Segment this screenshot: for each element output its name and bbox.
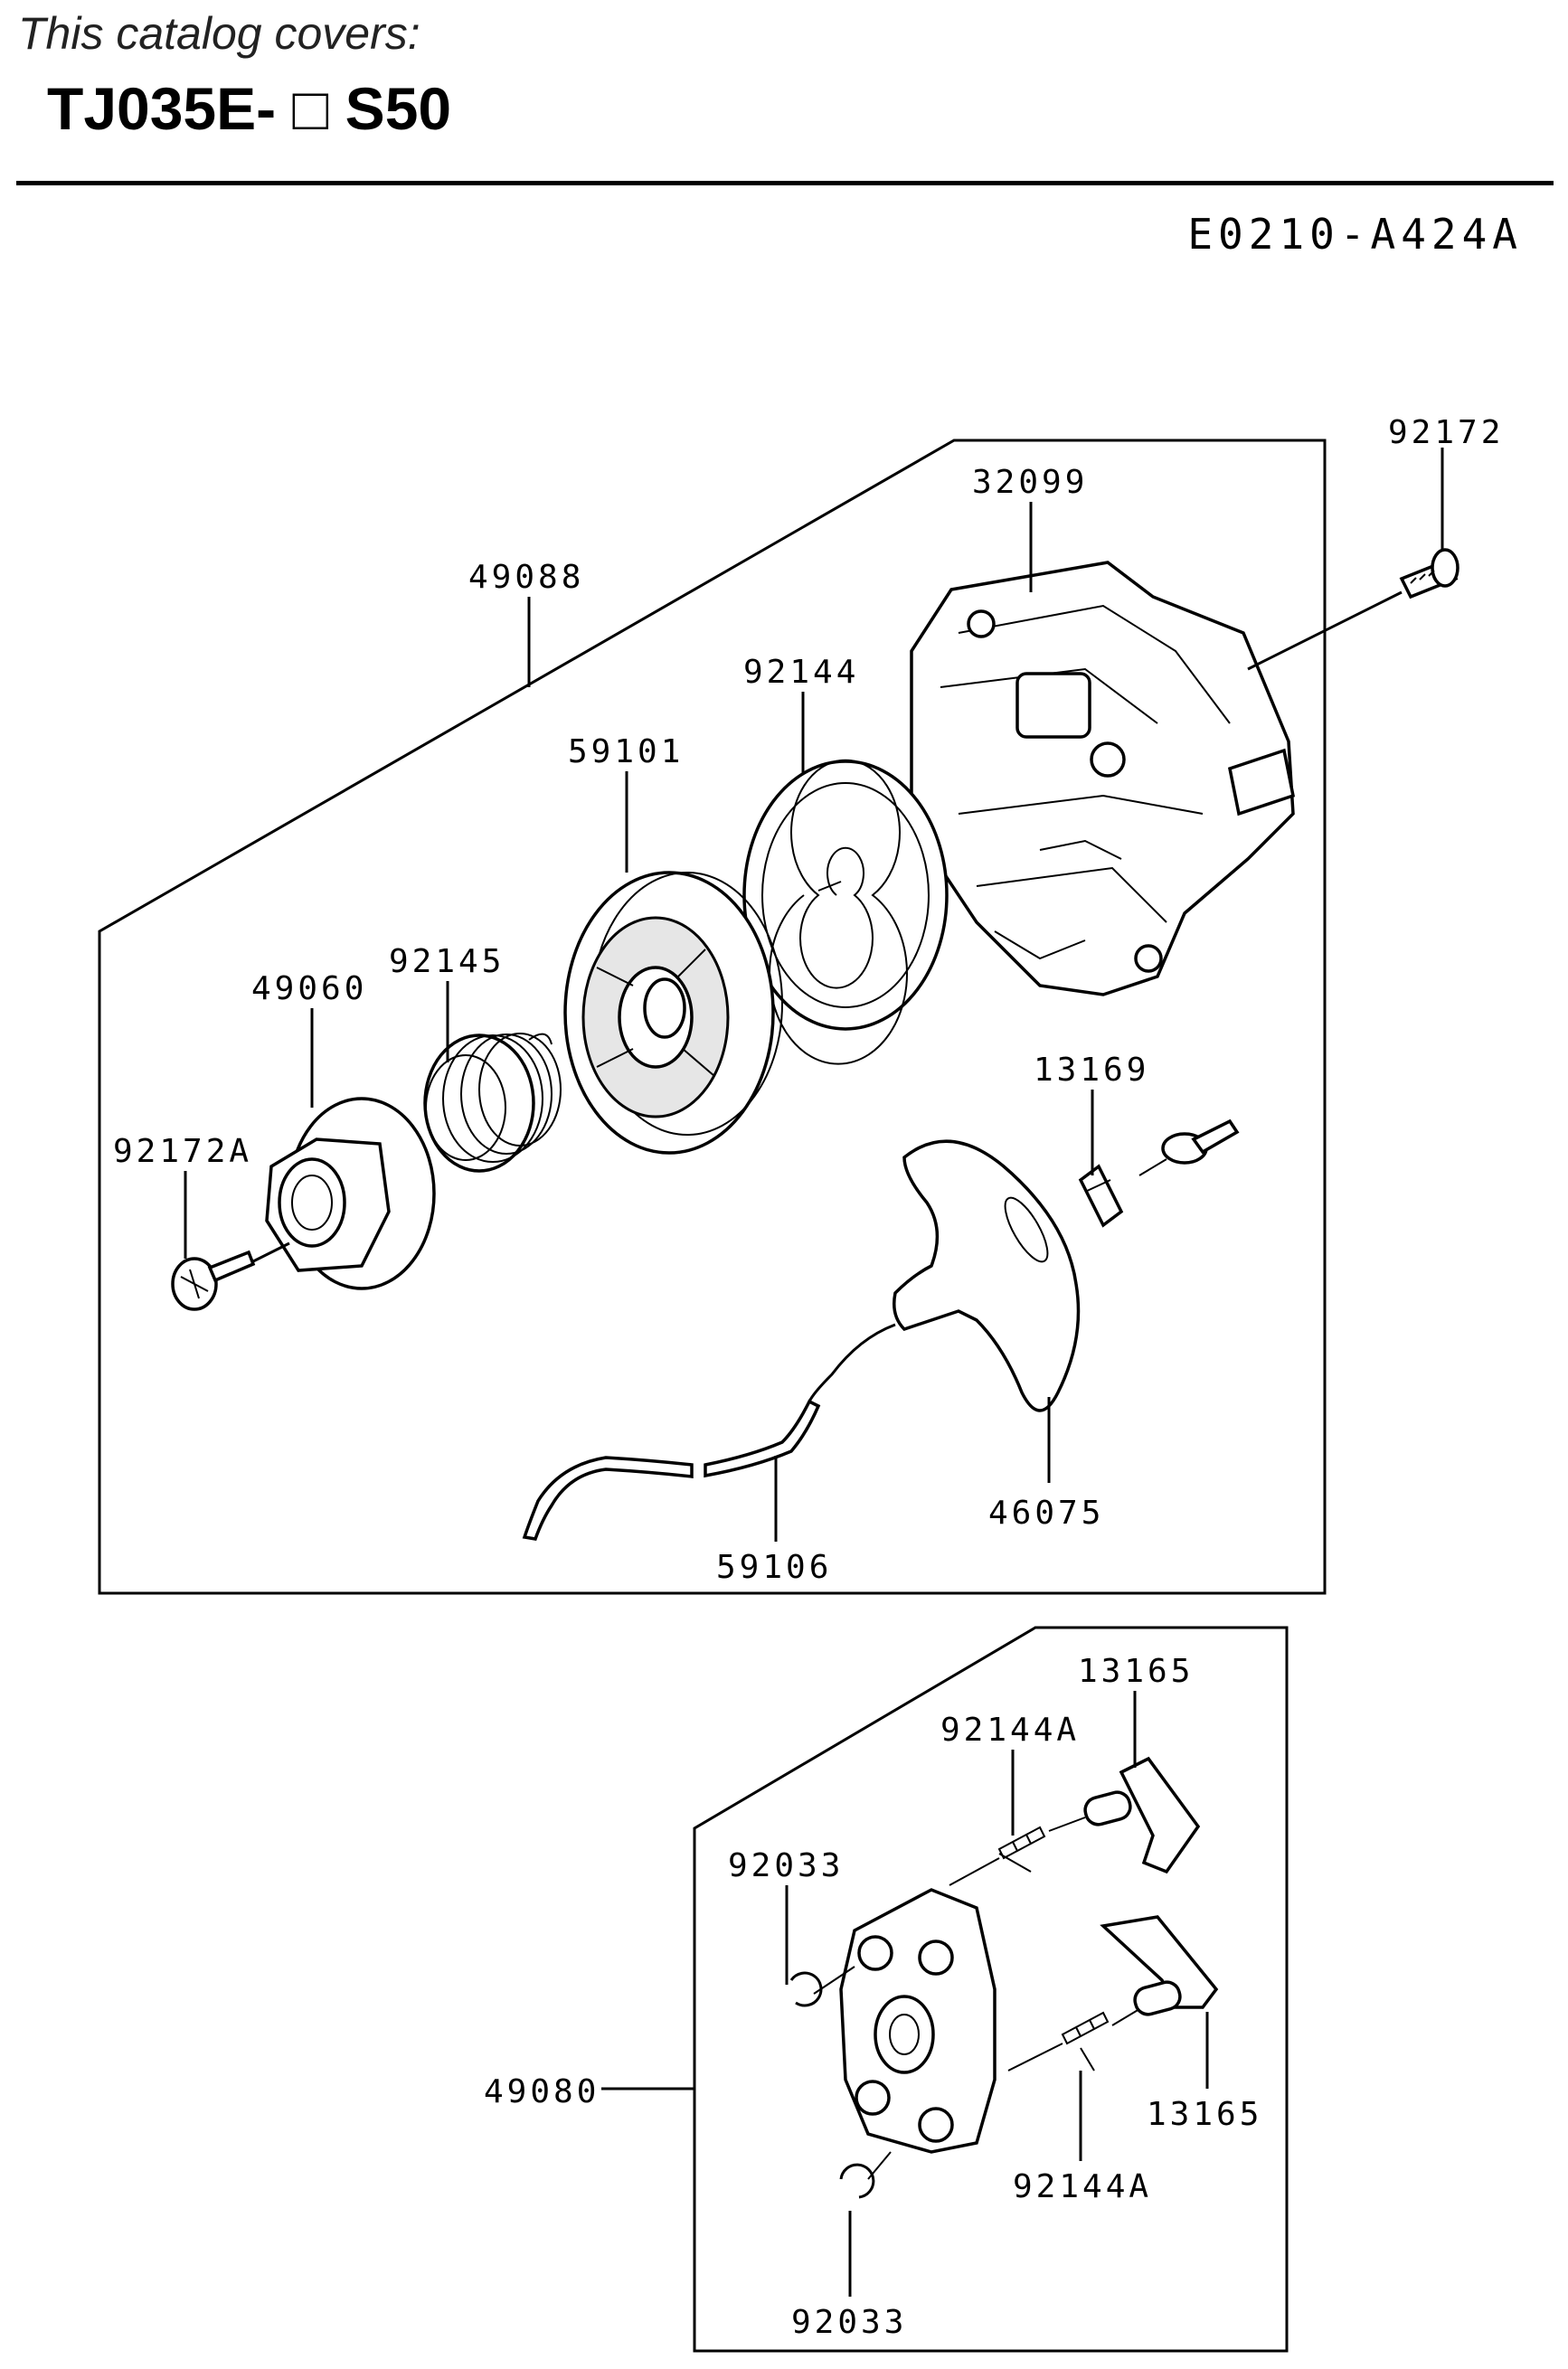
header-rule — [16, 181, 1554, 185]
label-92172A: 92172A — [113, 1133, 252, 1170]
drawing-code: E0210-A424A — [1187, 210, 1523, 259]
label-13165-top: 13165 — [1078, 1653, 1194, 1690]
assembly-frame-lower — [693, 1626, 1289, 2353]
assembly-axis-line — [1247, 590, 1403, 671]
pawl-carrier[interactable] — [839, 1888, 997, 2154]
label-92145: 92145 — [389, 943, 505, 980]
label-92033-top: 92033 — [728, 1847, 844, 1884]
label-59106: 59106 — [716, 1549, 832, 1586]
label-49088: 49088 — [468, 559, 584, 596]
starter-handle[interactable] — [893, 1139, 1081, 1412]
screw-92172A[interactable] — [171, 1250, 256, 1311]
pawl-13165-top[interactable] — [1082, 1756, 1201, 1874]
pawl-axis-lines — [813, 1817, 1140, 2180]
handle-pin[interactable] — [1138, 1118, 1240, 1176]
label-92144: 92144 — [743, 654, 859, 691]
label-49080: 49080 — [484, 2073, 600, 2110]
label-92033-bottom: 92033 — [791, 2304, 907, 2341]
coil-spring[interactable] — [423, 1033, 562, 1173]
screw-92172[interactable] — [1399, 548, 1459, 599]
starter-rope[interactable] — [522, 1323, 896, 1541]
circlip-92033-top[interactable] — [789, 1971, 823, 2007]
label-49060: 49060 — [251, 970, 367, 1007]
label-13169: 13169 — [1034, 1052, 1149, 1089]
label-92144A-top: 92144A — [940, 1712, 1080, 1749]
assembly-frame-upper — [98, 439, 1327, 1595]
label-92144A-bottom: 92144A — [1013, 2168, 1152, 2205]
label-32099: 32099 — [972, 464, 1088, 501]
hub-axis-line — [252, 1241, 290, 1263]
pawl-13165-bottom[interactable] — [1100, 1915, 1219, 2017]
recoil-housing[interactable] — [910, 561, 1296, 996]
label-59101: 59101 — [568, 733, 684, 770]
label-92172: 92172 — [1388, 414, 1504, 451]
circlip-92033-bottom[interactable] — [839, 2163, 875, 2199]
leader-lines — [184, 448, 1444, 2297]
catalog-covers-label: This catalog covers: — [18, 8, 420, 59]
spring-92144A-bottom[interactable] — [1061, 2011, 1110, 2072]
spiral-spring[interactable] — [742, 759, 949, 1065]
model-number: TJ035E- □ S50 — [47, 75, 452, 142]
label-13165-bottom: 13165 — [1147, 2096, 1262, 2133]
label-46075: 46075 — [988, 1495, 1104, 1532]
rope-reel[interactable] — [563, 871, 783, 1155]
pulley-hub[interactable] — [265, 1097, 436, 1290]
rope-bushing[interactable] — [1078, 1164, 1124, 1228]
spring-92144A-top[interactable] — [997, 1826, 1046, 1873]
